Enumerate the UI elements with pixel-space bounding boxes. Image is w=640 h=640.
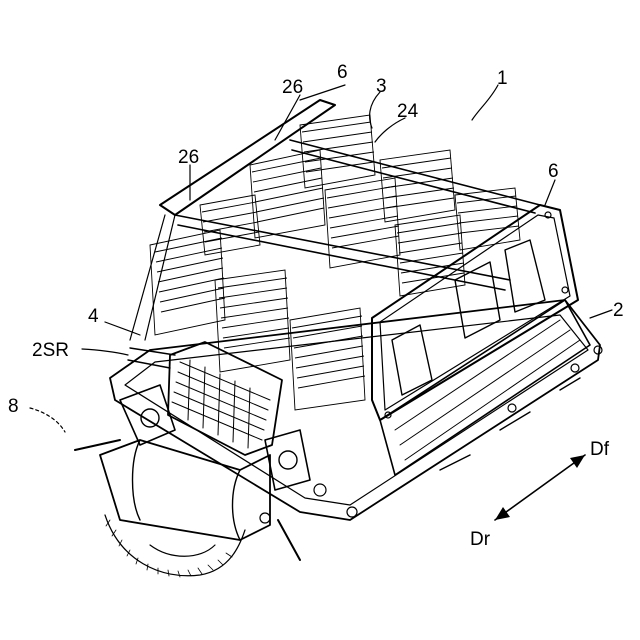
connector-box — [128, 342, 282, 455]
label-1: 1 — [497, 68, 508, 89]
direction-arrow — [495, 455, 585, 520]
label-26-top: 26 — [282, 77, 303, 98]
direction-arrow-shaft — [495, 455, 585, 520]
cross-beams — [175, 140, 540, 290]
label-2SR: 2SR — [32, 340, 69, 361]
lower-case — [110, 300, 602, 520]
label-Df: Df — [590, 439, 610, 460]
arrow-head-front-icon — [570, 455, 585, 468]
label-6-top: 6 — [337, 62, 348, 83]
arrow-head-rear-icon — [495, 507, 510, 520]
label-8: 8 — [8, 396, 19, 417]
label-24: 24 — [397, 101, 419, 122]
label-6-right: 6 — [548, 161, 559, 182]
label-2: 2 — [613, 300, 624, 321]
side-frame-top — [130, 100, 335, 340]
label-3: 3 — [376, 76, 387, 97]
label-4: 4 — [88, 306, 99, 327]
label-26-left: 26 — [178, 147, 199, 168]
leader-lines — [30, 85, 612, 432]
label-Dr: Dr — [470, 529, 491, 550]
